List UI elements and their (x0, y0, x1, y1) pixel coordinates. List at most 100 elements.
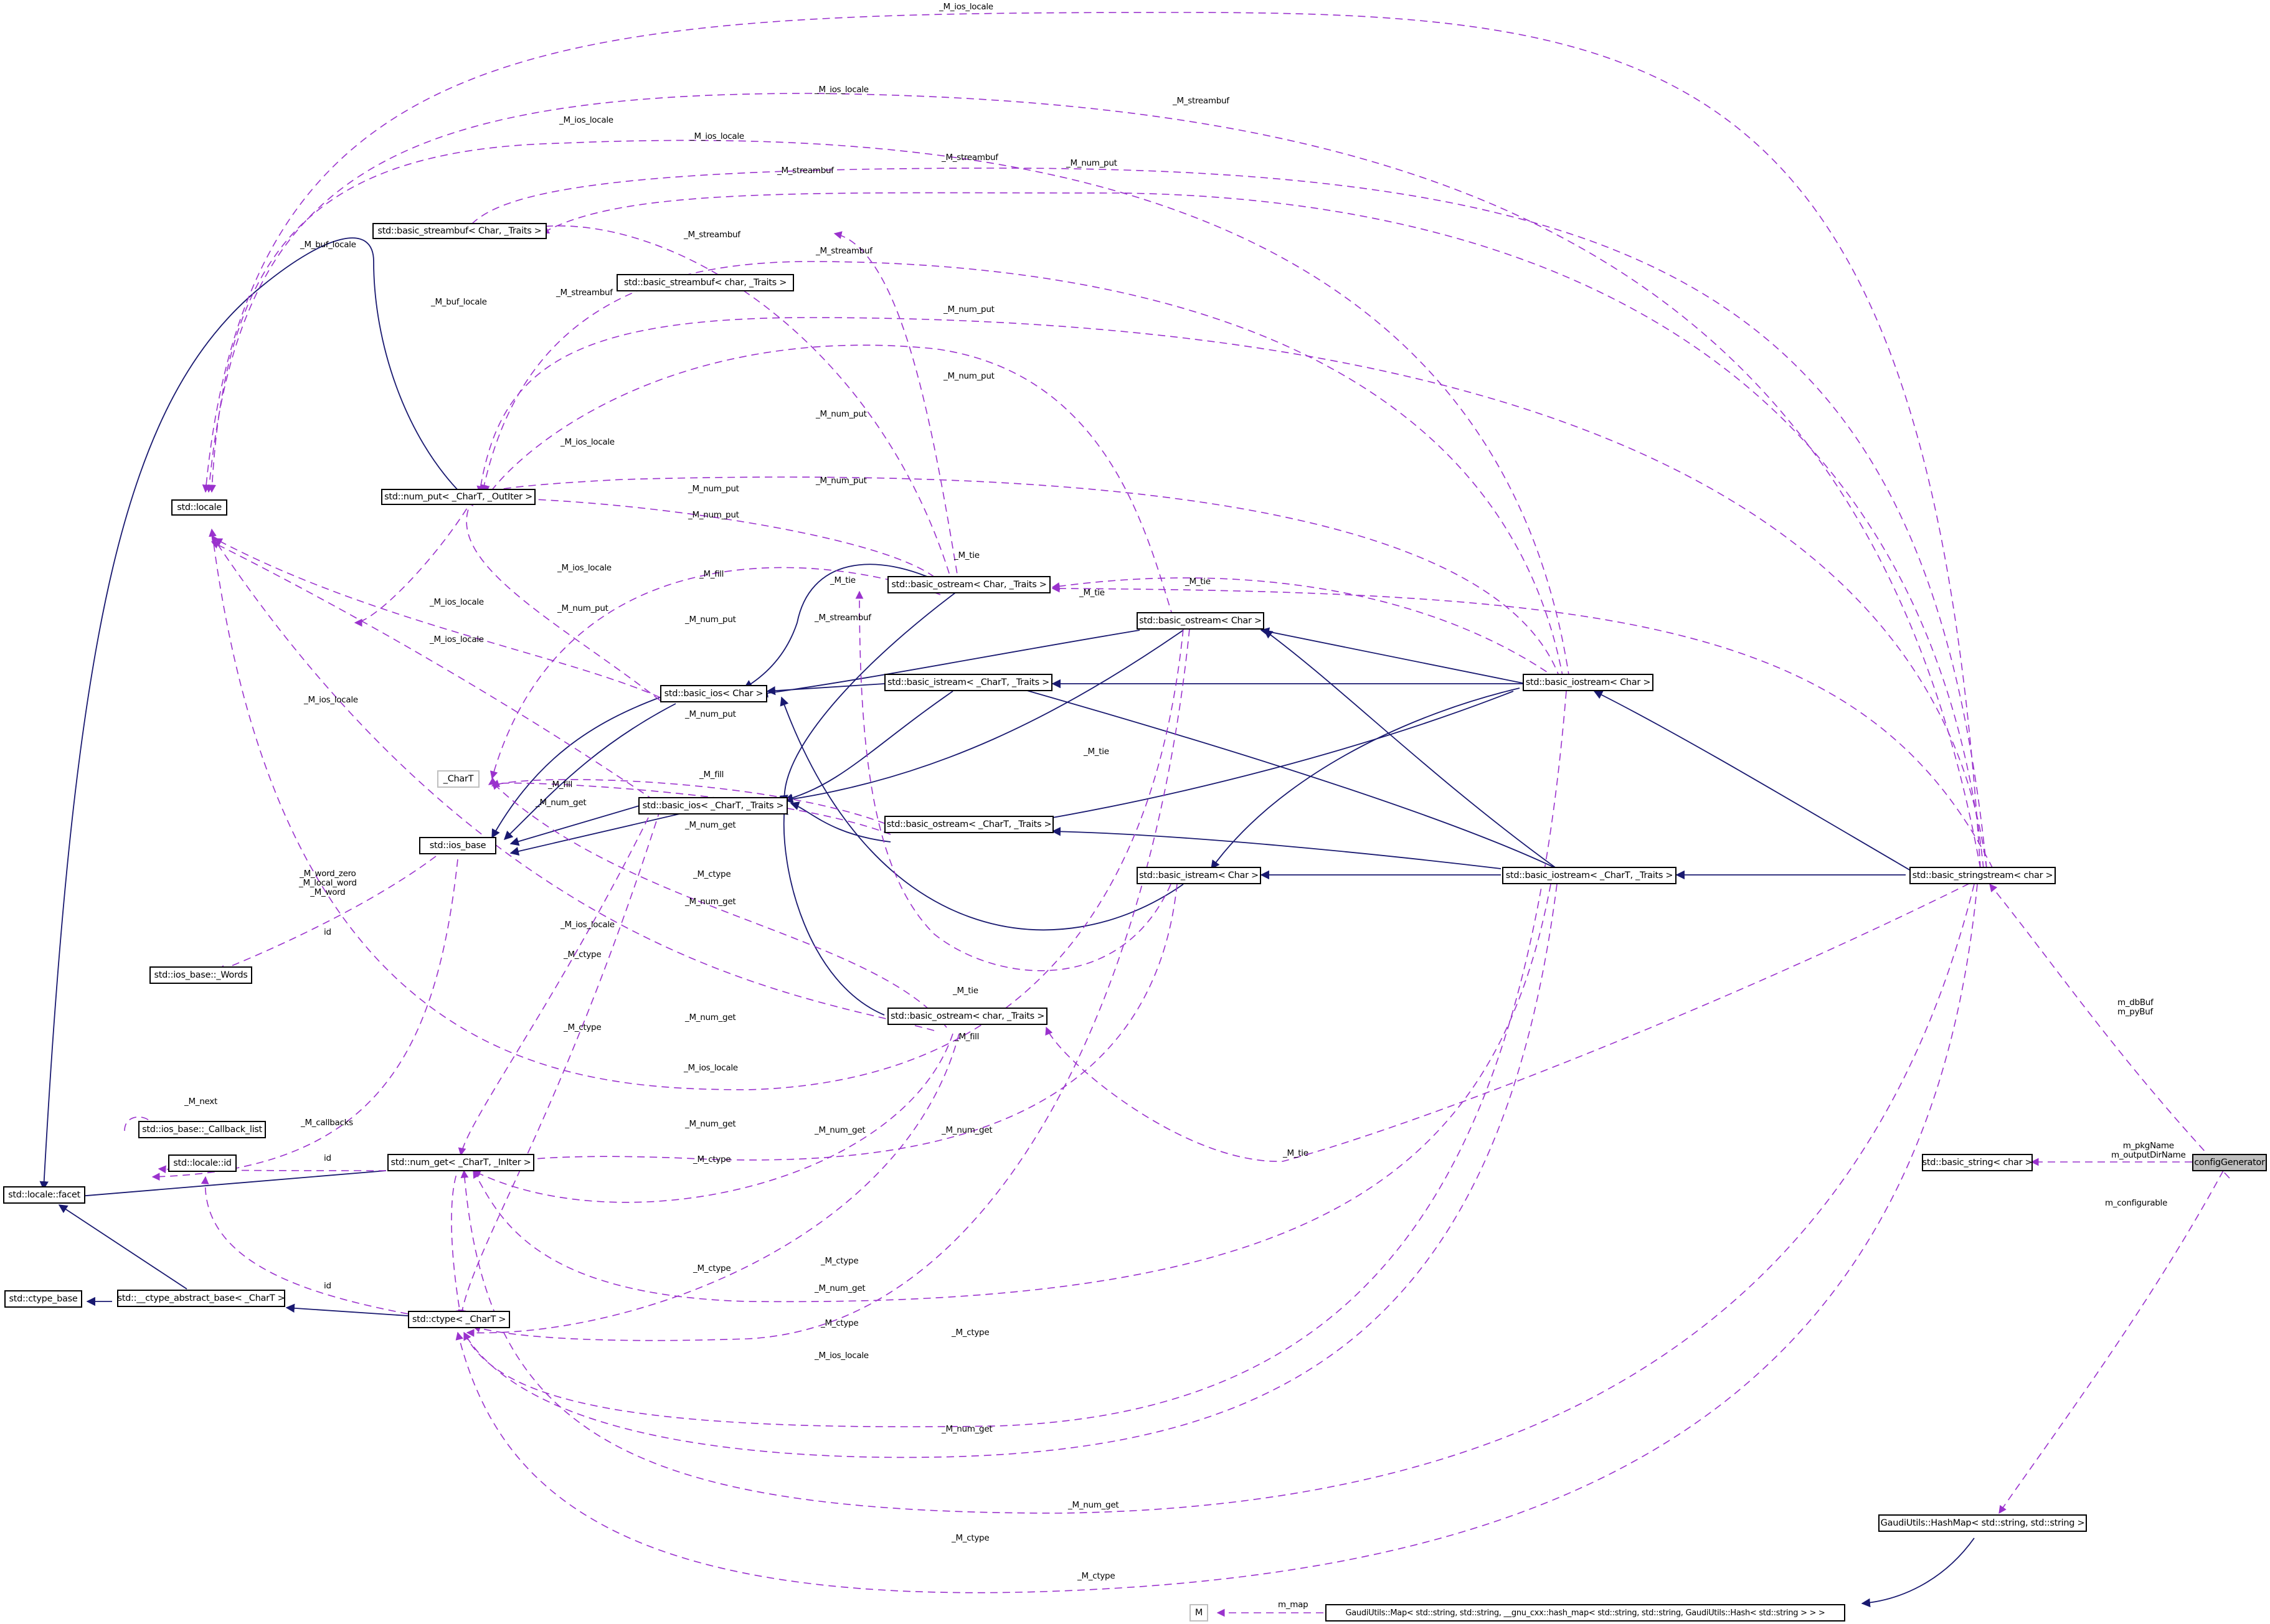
node-gaudi-map[interactable]: GaudiUtils::Map< std::string, std::strin… (1325, 1604, 1845, 1622)
edge-label: id (324, 927, 331, 937)
edge-label: _M_ctype (693, 1154, 731, 1164)
edge-label: _M_ios_locale (430, 597, 484, 607)
edge-label: _M_ctype (564, 950, 602, 960)
node-basic-iostream-Char[interactable]: std::basic_iostream< Char > (1523, 674, 1653, 691)
edge-label: _M_tie (953, 986, 978, 996)
node-CharT[interactable]: _CharT (437, 770, 480, 788)
edge-label: _M_streambuf (777, 166, 834, 176)
edge-label: _M_ios_locale (939, 2, 993, 12)
edge-label: _M_num_get (685, 1119, 736, 1129)
node-basic-string-char[interactable]: std::basic_string< char > (1922, 1154, 2033, 1171)
node-locale[interactable]: std::locale (171, 499, 227, 516)
node-M[interactable]: M (1189, 1604, 1208, 1622)
edge-label: _M_num_put (688, 484, 739, 494)
edge-label: _M_num_get (685, 897, 736, 907)
node-basic-stringstream-char[interactable]: std::basic_stringstream< char > (1909, 867, 2056, 884)
edge-label: _M_num_get (815, 1283, 866, 1293)
node-basic-ostream-CharT-Traits[interactable]: std::basic_ostream< _CharT, _Traits > (884, 816, 1054, 833)
edge-label: _M_num_put (688, 510, 739, 520)
node-ctype-abstract-base[interactable]: std::__ctype_abstract_base< _CharT > (117, 1290, 285, 1307)
edge-label: _M_num_get (536, 798, 587, 808)
edge-label: _M_num_put (943, 371, 995, 381)
edge-label: _M_word_zero _M_local_word _M_word (299, 869, 357, 897)
edge-label: _M_ctype (821, 1318, 859, 1328)
edge-label: _M_num_put (943, 304, 995, 314)
node-basic-iostream-CharT-Traits[interactable]: std::basic_iostream< _CharT, _Traits > (1502, 867, 1676, 884)
node-configGenerator[interactable]: configGenerator (2192, 1154, 2267, 1171)
edge-label: _M_num_get (685, 1013, 736, 1022)
node-basic-ostream-Char[interactable]: std::basic_ostream< Char > (1137, 612, 1264, 630)
edge-label: _M_streambuf (816, 246, 873, 256)
edge-label: _M_num_get (942, 1125, 993, 1135)
node-basic-ios-Char[interactable]: std::basic_ios< Char > (660, 685, 767, 702)
edge-label: _M_ctype (693, 869, 731, 879)
node-ios-base-Words[interactable]: std::ios_base::_Words (149, 966, 252, 984)
edge-label: _M_streambuf (1173, 96, 1229, 106)
edge-label: _M_ios_locale (430, 635, 484, 644)
edge-label: _M_ctype (952, 1533, 990, 1543)
edge-label: _M_ios_locale (557, 563, 612, 573)
edge-label: _M_ctype (821, 1256, 859, 1266)
node-ctype-base[interactable]: std::ctype_base (4, 1290, 82, 1308)
edge-label: _M_num_put (1066, 158, 1117, 168)
node-basic-streambuf-Char[interactable]: std::basic_streambuf< Char, _Traits > (372, 223, 547, 239)
node-locale-id[interactable]: std::locale::id (168, 1154, 237, 1172)
edge-label: _M_ios_locale (560, 920, 615, 930)
edge-label: _M_streambuf (556, 288, 613, 298)
edge-label: _M_fill (699, 569, 724, 579)
edge-label: _M_ctype (693, 1263, 731, 1273)
edge-label: _M_buf_locale (300, 240, 356, 250)
edge-label: _M_streambuf (942, 153, 998, 163)
edge-label: _M_tie (954, 550, 980, 560)
edge-label: _M_num_get (685, 820, 736, 830)
edge-label: _M_num_put (685, 709, 736, 719)
edge-label: _M_tie (830, 575, 856, 585)
edge-label: id (324, 1153, 331, 1163)
edge-label: _M_fill (955, 1032, 980, 1042)
edge-label: _M_ctype (1077, 1571, 1115, 1581)
edge-label: _M_ios_locale (815, 1351, 869, 1361)
node-basic-ostream-Char-Traits[interactable]: std::basic_ostream< Char, _Traits > (887, 576, 1051, 593)
node-basic-ostream-char-Traits[interactable]: std::basic_ostream< char, _Traits > (887, 1008, 1048, 1025)
edge-label: _M_ios_locale (304, 695, 358, 705)
edge-label: _M_ios_locale (560, 437, 615, 447)
edge-label: id (324, 1281, 331, 1291)
node-ctype[interactable]: std::ctype< _CharT > (408, 1311, 510, 1328)
node-basic-streambuf-char[interactable]: std::basic_streambuf< char, _Traits > (617, 274, 794, 291)
node-num-get[interactable]: std::num_get< _CharT, _InIter > (387, 1154, 534, 1171)
node-basic-ios-CharT-Traits[interactable]: std::basic_ios< _CharT, _Traits > (638, 797, 788, 814)
edge-label: _M_ios_locale (815, 85, 869, 95)
edge-label: _M_ctype (564, 1022, 602, 1032)
edge-label: _M_num_put (816, 476, 867, 486)
edge-label: _M_tie (1283, 1148, 1308, 1158)
edge-label: _M_num_get (815, 1125, 866, 1135)
edge-label: _M_num_put (685, 615, 736, 625)
node-basic-istream-Char[interactable]: std::basic_istream< Char > (1137, 867, 1261, 884)
edge-label: _M_tie (1084, 747, 1109, 757)
node-ios-base[interactable]: std::ios_base (419, 837, 496, 854)
edge-label: m_map (1278, 1600, 1308, 1610)
edge-label: m_pkgName m_outputDirName (2111, 1141, 2186, 1160)
edge-label: _M_tie (1079, 588, 1105, 598)
edge-label: _M_ios_locale (684, 1063, 738, 1073)
node-callback-list[interactable]: std::ios_base::_Callback_list (138, 1121, 266, 1138)
node-num-put[interactable]: std::num_put< _CharT, _OutIter > (381, 489, 536, 505)
edge-label: _M_callbacks (301, 1118, 353, 1128)
node-hashmap[interactable]: GaudiUtils::HashMap< std::string, std::s… (1878, 1514, 2087, 1532)
edge-label: _M_fill (699, 770, 724, 780)
node-basic-istream-CharT-Traits[interactable]: std::basic_istream< _CharT, _Traits > (884, 674, 1052, 691)
edge-label: _M_tie (1185, 577, 1211, 587)
edge-label: _M_num_put (816, 409, 867, 419)
edge-label: _M_streambuf (684, 230, 740, 240)
edge-label: _M_ios_locale (690, 131, 744, 141)
edge-label: m_dbBuf m_pyBuf (2117, 998, 2154, 1017)
edge-label: _M_num_get (942, 1424, 993, 1434)
node-locale-facet[interactable]: std::locale::facet (3, 1186, 85, 1204)
edge-label: _M_next (184, 1097, 217, 1107)
edge-label: _M_num_put (557, 603, 608, 613)
edge-label: _M_ios_locale (559, 115, 613, 125)
edge-label: _M_streambuf (815, 613, 871, 623)
edge-label: _M_ctype (952, 1328, 990, 1338)
